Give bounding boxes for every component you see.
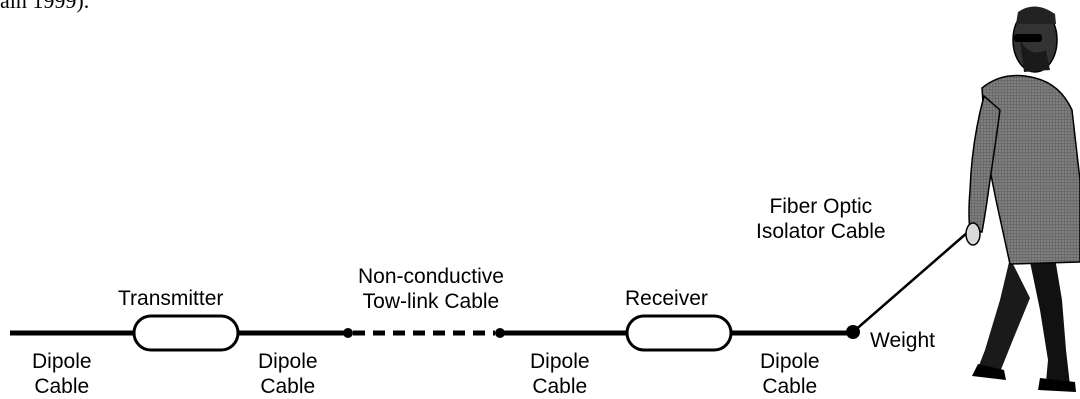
dipole-cable-label-3: Dipole Cable bbox=[530, 349, 590, 399]
dipole-cable-label-1-line2: Cable bbox=[34, 375, 90, 398]
dipole-cable-label-1: Dipole Cable bbox=[32, 349, 92, 399]
receiver-label: Receiver bbox=[625, 287, 708, 310]
dipole-cable-label-3-line1: Dipole bbox=[530, 350, 590, 373]
transmitter-body bbox=[132, 314, 240, 352]
tow-link-label: Non-conductive Tow-link Cable bbox=[358, 264, 504, 314]
dipole-cable-label-4-line2: Cable bbox=[762, 375, 818, 398]
weight-label: Weight bbox=[870, 329, 935, 352]
dipole-cable-label-2: Dipole Cable bbox=[258, 349, 318, 399]
fiber-optic-label-line1: Fiber Optic bbox=[769, 195, 873, 218]
dipole-cable-label-4: Dipole Cable bbox=[760, 349, 820, 399]
fiber-optic-label-line2: Isolator Cable bbox=[756, 220, 886, 243]
dipole-cable-label-2-line2: Cable bbox=[260, 375, 316, 398]
dipole-cable-label-1-line1: Dipole bbox=[32, 350, 92, 373]
dipole-cable-label-4-line1: Dipole bbox=[760, 350, 820, 373]
dipole-cable-label-2-line1: Dipole bbox=[258, 350, 318, 373]
caption-fragment: ain 1999). bbox=[0, 0, 90, 13]
fiber-optic-label: Fiber Optic Isolator Cable bbox=[756, 194, 886, 244]
tow-link-label-line1: Non-conductive bbox=[358, 265, 504, 288]
tow-link-label-line2: Tow-link Cable bbox=[362, 290, 500, 313]
walking-person-icon bbox=[965, 6, 1080, 392]
connector-node-left bbox=[343, 328, 353, 338]
transmitter-label: Transmitter bbox=[118, 287, 224, 310]
receiver-body bbox=[625, 314, 733, 352]
dipole-cable-label-3-line2: Cable bbox=[532, 375, 588, 398]
fiber-optic-isolator-cable bbox=[852, 231, 969, 333]
